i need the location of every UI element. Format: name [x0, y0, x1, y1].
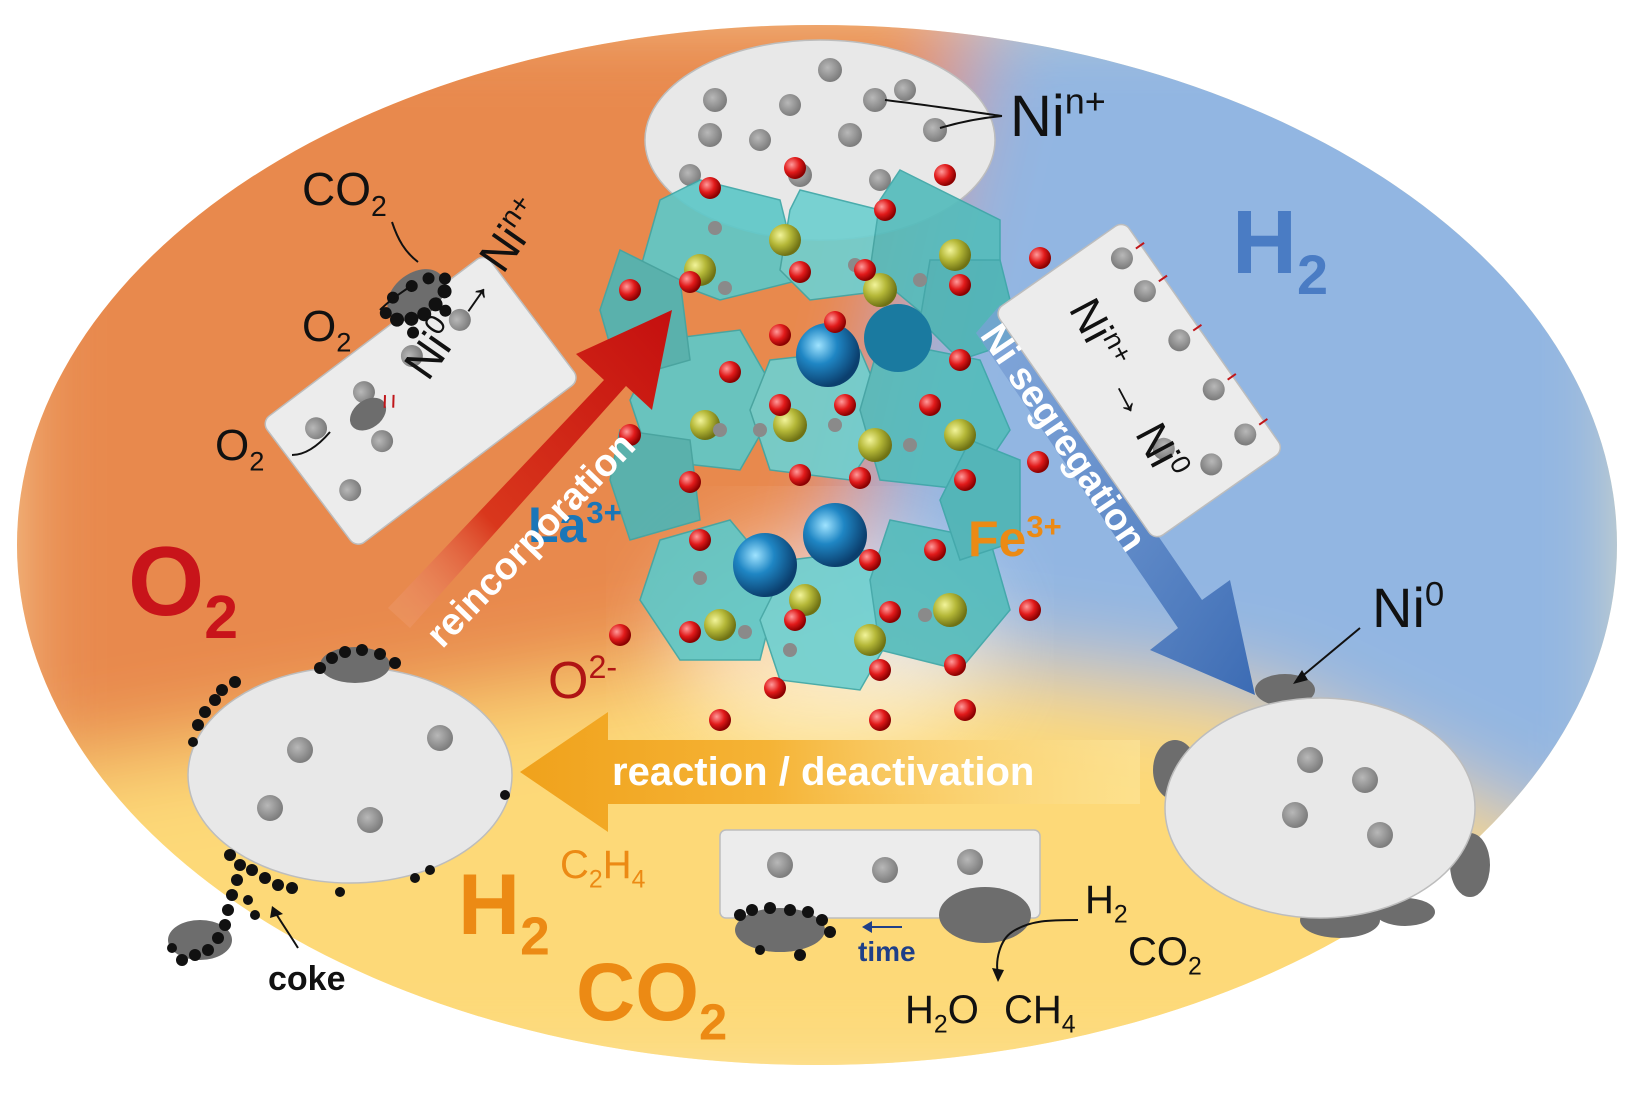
label-ch4: CH4 — [1004, 988, 1076, 1039]
label-fe-ion: Fe3+ — [968, 508, 1062, 567]
label-h2o: H2O — [905, 988, 979, 1039]
label-o2-small-bottom: O2 — [215, 421, 265, 477]
label-time: time — [858, 936, 916, 967]
la-ions — [733, 304, 932, 597]
label-coke: coke — [268, 960, 346, 998]
label-h2-products: H2 — [1085, 878, 1128, 929]
top-nickel-dots — [679, 58, 947, 191]
label-h2-reducing: H2 — [1232, 193, 1329, 307]
label-o2-oxidizing: O2 — [128, 526, 239, 652]
arrow-label-deactivation: reaction / deactivation — [612, 750, 1035, 794]
segregation-arrow — [976, 305, 1255, 695]
label-ni-n-plus-top: Nin+ — [1010, 80, 1106, 149]
fe-ions — [684, 224, 976, 656]
reaction-surface-card — [719, 829, 1079, 982]
reduced-particle — [1153, 627, 1490, 938]
label-co2-products: CO2 — [1128, 930, 1202, 981]
label-la-ion: La3+ — [528, 494, 622, 553]
right-surface-card — [997, 223, 1282, 538]
label-co2-reaction: CO2 — [576, 947, 728, 1051]
reincorporation-arrow — [388, 310, 672, 628]
label-ni-zero-right: Ni0 — [1372, 575, 1445, 639]
coke-deposits — [167, 644, 510, 966]
left-card-pointers — [291, 221, 419, 456]
label-o-ion: O2- — [548, 649, 618, 710]
ni-n-plus-pointers — [884, 99, 1003, 129]
label-h2-reaction: H2 — [458, 857, 550, 967]
label-c2h4: C2H4 — [560, 843, 646, 894]
oxygen-ions — [609, 157, 1051, 731]
left-surface-card — [264, 256, 577, 545]
small-gray-spheres — [693, 221, 932, 657]
coked-particle — [167, 644, 513, 966]
deactivation-arrow — [520, 712, 1140, 832]
label-co2-small: CO2 — [302, 163, 387, 223]
label-o2-small-top: O2 — [302, 302, 352, 358]
perovskite-structure — [599, 157, 1051, 731]
